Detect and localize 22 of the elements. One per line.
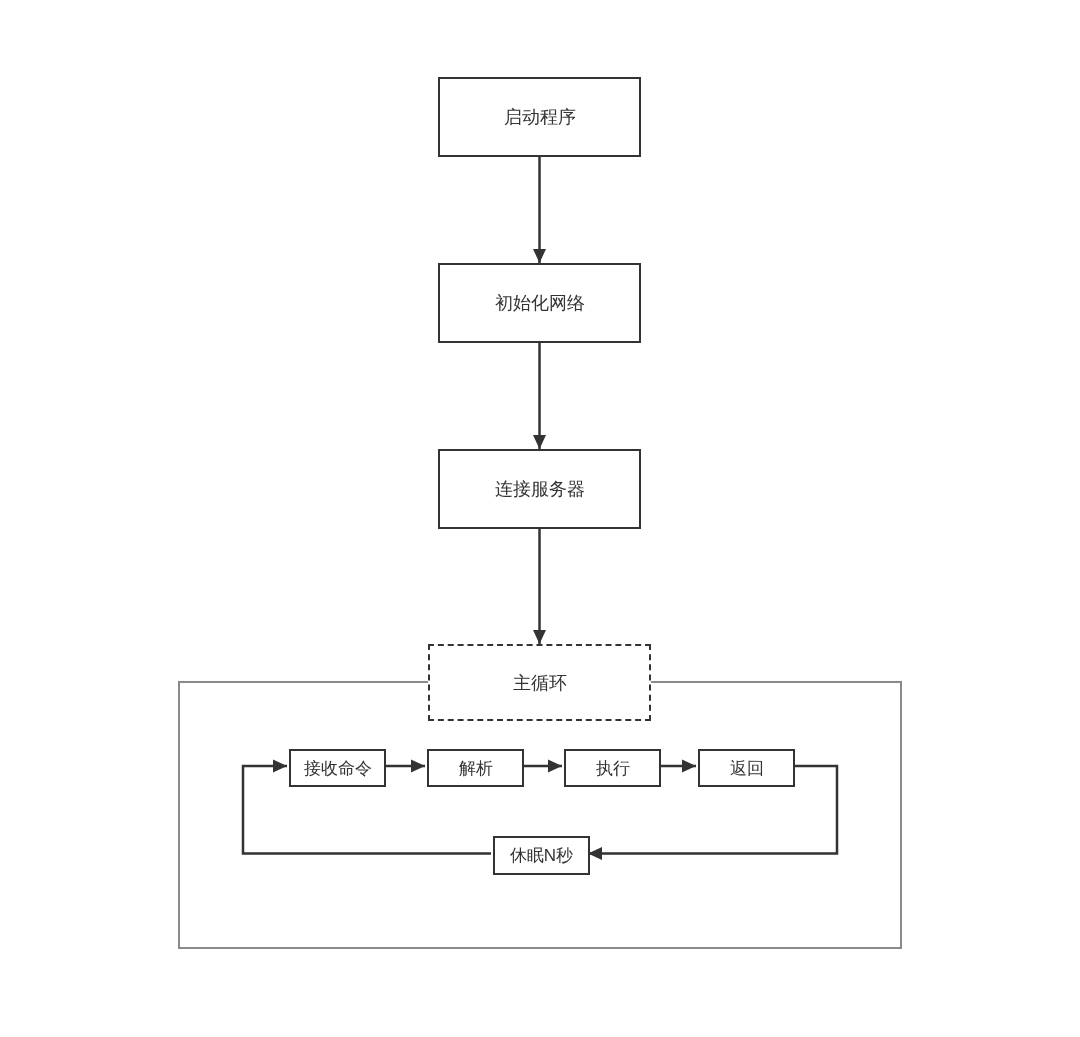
arrow [241,759,491,855]
step-label: 启动程序 [503,108,576,126]
step-label: 接收命令 [303,759,372,777]
arrow [533,157,546,263]
step-label: 执行 [595,759,630,777]
step-label: 返回 [729,759,764,777]
arrow [533,529,546,644]
process-box [438,263,641,343]
step-label: 解析 [458,759,493,777]
step-label: 连接服务器 [494,480,585,498]
process-box [438,77,641,157]
process-box [438,449,641,529]
step-label: 初始化网络 [494,294,585,312]
process-box [427,749,524,787]
process-box [493,836,590,875]
process-box [698,749,795,787]
process-box [564,749,661,787]
arrow [533,343,546,449]
loop-title-box [428,644,651,721]
process-box [289,749,386,787]
step-label: 休眠N秒 [509,847,574,864]
step-label: 主循环 [512,673,567,692]
